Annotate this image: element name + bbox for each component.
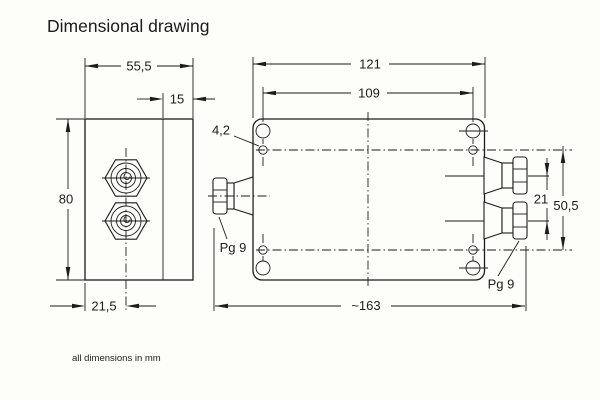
gland-left	[208, 176, 270, 216]
dim-hole-spacing-vertical-label: 50,5	[553, 198, 578, 213]
gland-right-upper-hex-nut	[512, 156, 528, 195]
dim-front-width: 55,5	[84, 58, 194, 118]
page-title: Dimensional drawing	[47, 16, 209, 36]
dim-front-step-label: 15	[170, 92, 184, 107]
dim-hole-spacing-horizontal-label: 109	[358, 86, 380, 101]
gland-right-upper-cone	[483, 156, 503, 195]
side-view	[208, 112, 572, 289]
fixing-hole-top-right	[468, 145, 478, 155]
label-gland-left: Pg 9	[218, 216, 247, 255]
front-view	[84, 118, 194, 312]
mounting-holes	[255, 123, 488, 276]
corner-hole-top-left	[255, 123, 271, 139]
fixing-hole-bottom-left	[258, 245, 268, 255]
label-gland-right: Pg 9	[488, 240, 520, 292]
gland-right-upper	[445, 156, 549, 195]
label-hole-diameter-text: 4,2	[212, 123, 230, 138]
gland-right-lower-collar	[501, 207, 514, 234]
label-gland-right-text: Pg 9	[488, 277, 515, 292]
fixing-hole-bottom-right	[468, 245, 478, 255]
dim-hole-spacing-horizontal: 109	[262, 86, 474, 122]
label-hole-diameter: 4,2	[212, 123, 260, 147]
gland-right-upper-collar	[501, 162, 514, 189]
gland-right-lower	[445, 201, 549, 240]
side-view-body	[252, 118, 486, 281]
dim-front-step: 15	[137, 92, 215, 118]
dim-front-width-label: 55,5	[126, 59, 151, 74]
dim-front-height-label: 80	[59, 192, 73, 207]
gland-right-lower-hex-nut	[512, 201, 528, 240]
hole-centermarks	[262, 130, 488, 269]
dim-hole-spacing-vertical: 50,5	[553, 146, 579, 250]
units-note: all dimensions in mm	[72, 353, 161, 364]
dim-overall-length-label: ~163	[351, 298, 380, 313]
dim-overall-length: ~163	[213, 228, 527, 313]
dim-side-length-label: 121	[359, 57, 381, 72]
dim-front-connector-offset: 21,5	[50, 283, 156, 314]
dim-front-height: 80	[56, 118, 85, 281]
fixing-hole-top-left	[258, 145, 268, 155]
label-gland-left-text: Pg 9	[220, 240, 247, 255]
dim-front-connector-offset-label: 21,5	[91, 299, 116, 314]
dim-side-length: 121	[252, 57, 486, 118]
front-view-body	[84, 118, 194, 281]
dim-gland-spacing: 21	[534, 158, 550, 240]
dim-gland-spacing-label: 21	[534, 192, 548, 207]
gland-right-lower-cone	[483, 201, 503, 240]
